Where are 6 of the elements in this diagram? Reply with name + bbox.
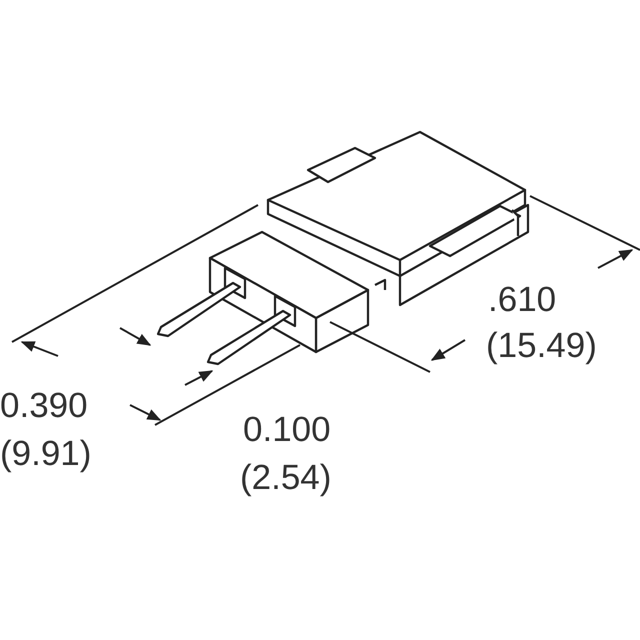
dimension-label: 0.100 — [243, 412, 331, 447]
dimension-label: 0.390 — [0, 388, 88, 423]
dimension-label: (2.54) — [240, 460, 332, 495]
dimension-label: .610 — [488, 282, 556, 317]
dimension-label: (15.49) — [486, 328, 597, 363]
dimension-label: (9.91) — [0, 436, 92, 471]
